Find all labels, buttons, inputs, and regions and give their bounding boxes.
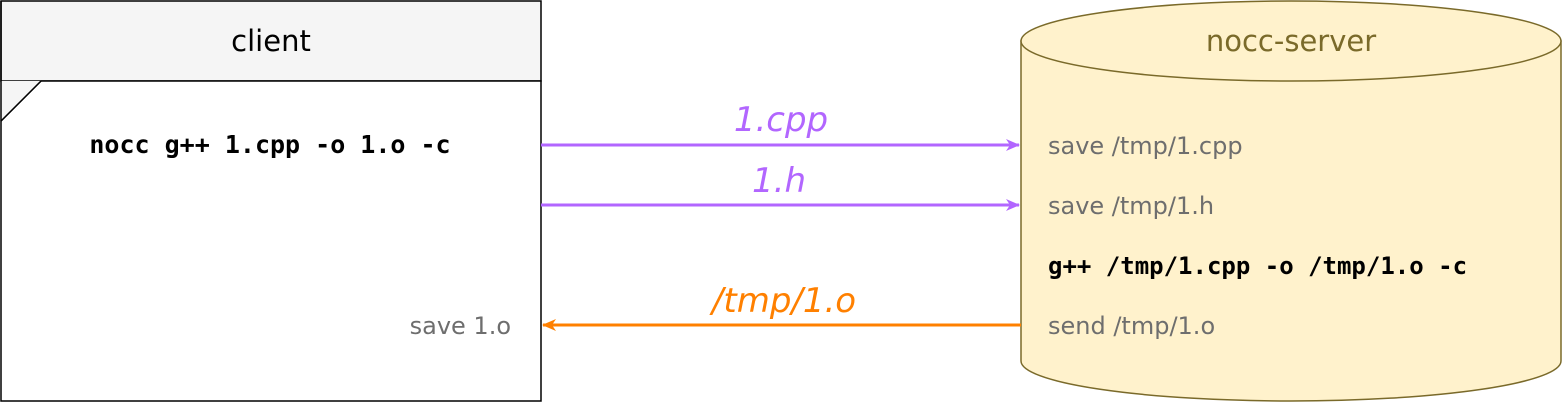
- arrow-obj-label: /tmp/1.o: [709, 281, 856, 321]
- server-send: send /tmp/1.o: [1048, 312, 1215, 340]
- client-box: client nocc g++ 1.cpp -o 1.o -c save 1.o: [0, 0, 542, 402]
- client-command: nocc g++ 1.cpp -o 1.o -c: [89, 130, 450, 159]
- server-cylinder: nocc-server save /tmp/1.cpp save /tmp/1.…: [1020, 0, 1562, 402]
- client-save-label: save 1.o: [410, 312, 511, 340]
- server-body: [1020, 40, 1562, 402]
- arrow-cpp-label: 1.cpp: [734, 100, 828, 140]
- server-top: [1020, 0, 1562, 82]
- arrow-cpp: 1.cpp: [541, 100, 1020, 151]
- arrow-h: 1.h: [541, 161, 1020, 211]
- client-header: [0, 0, 542, 82]
- server-compile: g++ /tmp/1.cpp -o /tmp/1.o -c: [1048, 252, 1467, 280]
- arrow-obj: /tmp/1.o: [542, 281, 1021, 331]
- client-title: client: [231, 24, 311, 58]
- server-save-h: save /tmp/1.h: [1048, 192, 1214, 220]
- server-title: nocc-server: [1206, 24, 1376, 58]
- arrow-h-label: 1.h: [752, 161, 806, 201]
- client-body: [0, 80, 542, 402]
- server-save-cpp: save /tmp/1.cpp: [1048, 132, 1243, 160]
